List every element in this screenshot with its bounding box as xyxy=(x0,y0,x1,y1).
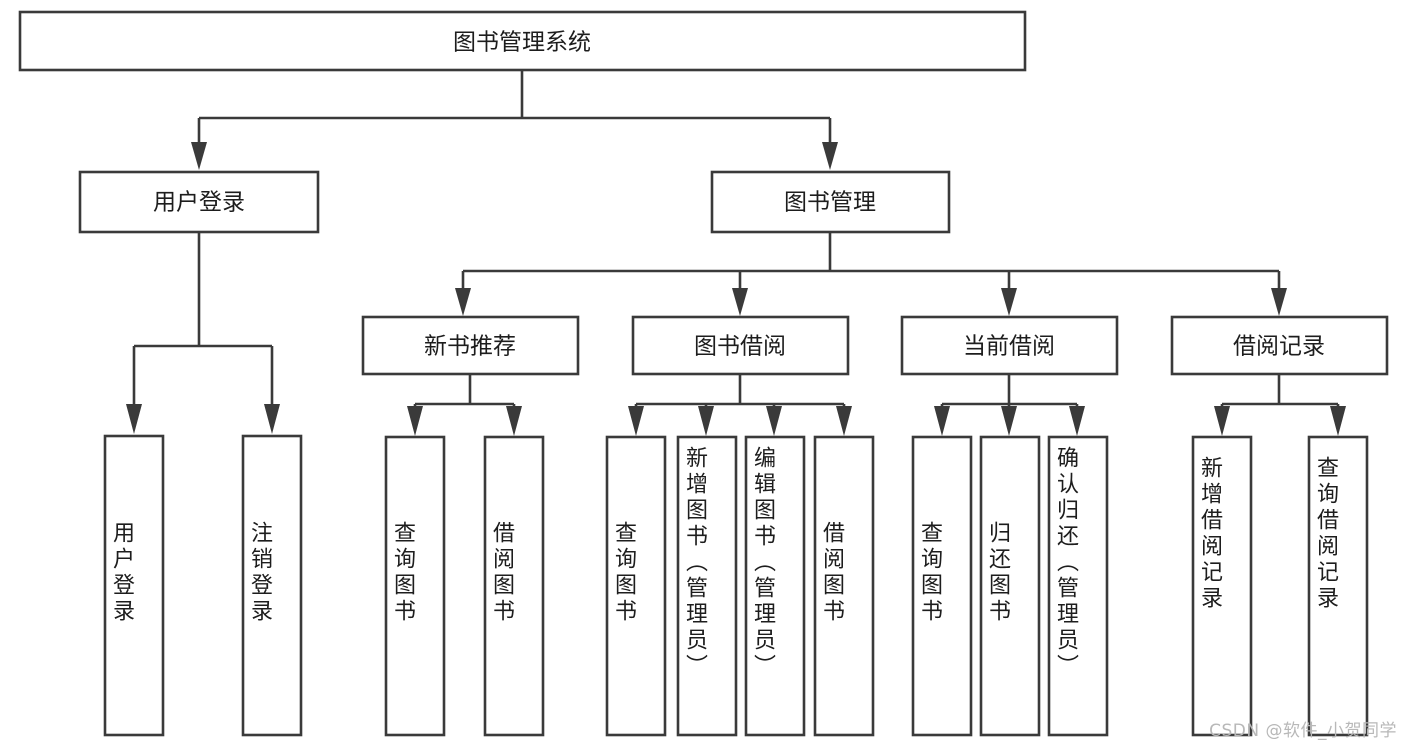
leaf-box-borrow-book-2[interactable] xyxy=(813,435,875,737)
edges-borrow-record-to-leaves xyxy=(1214,374,1346,436)
leaf-box-query-borrow-record[interactable] xyxy=(1307,435,1369,737)
leaf-box-query-book-2[interactable] xyxy=(605,435,667,737)
arrowhead-cb-leaf1 xyxy=(934,406,950,436)
node-user-login[interactable]: 用户登录 xyxy=(78,170,320,234)
arrowhead-new-book xyxy=(455,288,471,316)
edges-user-login-to-leaves xyxy=(126,232,280,434)
node-borrow-record-box[interactable] xyxy=(1170,315,1389,376)
leaf-box-return-book[interactable] xyxy=(979,435,1041,737)
csdn-watermark: CSDN @软件_小贺同学 xyxy=(1209,721,1397,741)
node-book-borrow-box[interactable] xyxy=(631,315,850,376)
arrowhead-cb-leaf2 xyxy=(1001,406,1017,436)
arrowhead-br-leaf2 xyxy=(1330,406,1346,436)
node-borrow-record[interactable]: 借阅记录 xyxy=(1170,315,1389,376)
leaf-box-logout[interactable] xyxy=(241,434,303,737)
node-book-borrow-label: 图书借阅 xyxy=(694,334,786,360)
node-book-management-box[interactable] xyxy=(710,170,951,234)
leaf-box-confirm-return-admin[interactable] xyxy=(1047,435,1109,737)
arrowhead-leaf-user-login xyxy=(126,404,142,434)
node-current-borrow-label: 当前借阅 xyxy=(963,334,1055,360)
node-root-box[interactable] xyxy=(18,10,1027,72)
node-root[interactable]: 图书管理系统 xyxy=(18,10,1027,72)
edges-book-mgmt-to-level3 xyxy=(455,232,1287,316)
node-book-borrow[interactable]: 图书借阅 xyxy=(631,315,850,376)
node-book-management-label: 图书管理 xyxy=(784,190,876,216)
leaf-box-user-login[interactable] xyxy=(103,434,165,737)
arrowhead-borrow-record xyxy=(1271,288,1287,316)
edges-root-to-level2 xyxy=(191,70,838,170)
node-root-label: 图书管理系统 xyxy=(453,30,591,56)
arrowhead-nb-leaf1 xyxy=(407,406,423,436)
arrowhead-br-leaf1 xyxy=(1214,406,1230,436)
node-new-book-recommend[interactable]: 新书推荐 xyxy=(361,315,580,376)
node-borrow-record-label: 借阅记录 xyxy=(1233,334,1325,360)
node-new-book-recommend-box[interactable] xyxy=(361,315,580,376)
node-new-book-recommend-label: 新书推荐 xyxy=(424,334,516,360)
node-book-management[interactable]: 图书管理 xyxy=(710,170,951,234)
edges-new-book-to-leaves xyxy=(407,374,522,436)
arrowhead-book-borrow xyxy=(732,288,748,316)
arrowhead-leaf-logout xyxy=(264,404,280,434)
arrowhead-bb-leaf3 xyxy=(766,406,782,436)
edges-book-borrow-to-leaves xyxy=(628,374,852,436)
node-current-borrow-box[interactable] xyxy=(900,315,1119,376)
arrowhead-bb-leaf4 xyxy=(836,406,852,436)
node-user-login-label: 用户登录 xyxy=(153,190,245,216)
arrowhead-cb-leaf3 xyxy=(1069,406,1085,436)
leaf-box-add-borrow-record[interactable] xyxy=(1191,435,1253,737)
leaf-box-borrow-book-1[interactable] xyxy=(483,435,545,737)
node-current-borrow[interactable]: 当前借阅 xyxy=(900,315,1119,376)
arrowhead-book-mgmt xyxy=(822,142,838,170)
edges-current-borrow-to-leaves xyxy=(934,374,1085,436)
arrowhead-bb-leaf1 xyxy=(628,406,644,436)
leaf-box-query-book-1[interactable] xyxy=(384,435,446,737)
arrowhead-current-borrow xyxy=(1001,288,1017,316)
arrowhead-nb-leaf2 xyxy=(506,406,522,436)
leaf-box-edit-book-admin[interactable] xyxy=(744,435,806,737)
leaf-box-add-book-admin[interactable] xyxy=(676,435,738,737)
arrowhead-user-login xyxy=(191,142,207,170)
arrowhead-bb-leaf2 xyxy=(698,406,714,436)
leaf-box-query-book-3[interactable] xyxy=(911,435,973,737)
